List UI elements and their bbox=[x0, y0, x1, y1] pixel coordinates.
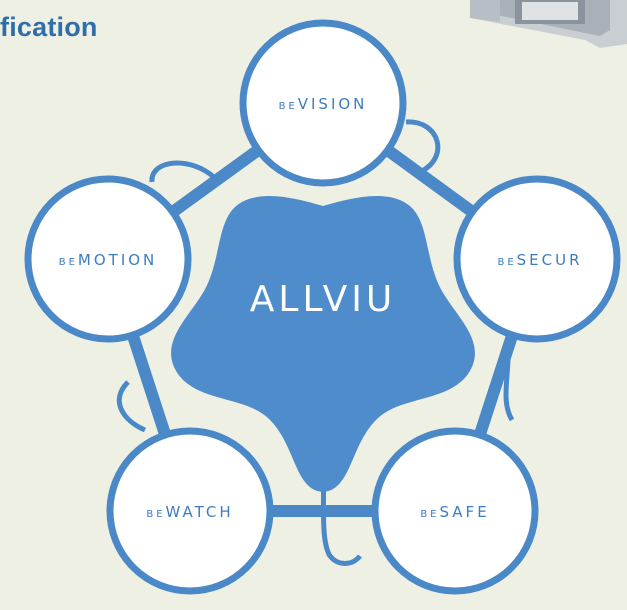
device-illustration bbox=[470, 0, 627, 48]
module-secur: BESECUR bbox=[453, 175, 621, 343]
module-prefix: BE bbox=[146, 509, 165, 520]
page-heading: fication bbox=[0, 12, 98, 42]
module-vision: BEVISION bbox=[239, 19, 407, 187]
module-name: WATCH bbox=[166, 503, 234, 521]
svg-text:BEMOTION: BEMOTION bbox=[59, 251, 158, 269]
module-safe: BESAFE bbox=[371, 427, 539, 595]
svg-text:BEWATCH: BEWATCH bbox=[146, 503, 233, 521]
module-name: SECUR bbox=[517, 251, 583, 269]
svg-text:BESECUR: BESECUR bbox=[497, 251, 582, 269]
svg-text:BESAFE: BESAFE bbox=[420, 503, 489, 521]
module-name: VISION bbox=[298, 95, 368, 113]
module-prefix: BE bbox=[59, 257, 78, 268]
module-prefix: BE bbox=[497, 257, 516, 268]
center-shape bbox=[171, 196, 475, 492]
module-prefix: BE bbox=[279, 101, 298, 112]
module-name: SAFE bbox=[440, 503, 490, 521]
module-name: MOTION bbox=[78, 251, 157, 269]
center-label: ALLVIU bbox=[250, 279, 396, 320]
module-prefix: BE bbox=[420, 509, 439, 520]
module-motion: BEMOTION bbox=[24, 175, 192, 343]
module-watch: BEWATCH bbox=[106, 427, 274, 595]
svg-text:BEVISION: BEVISION bbox=[279, 95, 368, 113]
